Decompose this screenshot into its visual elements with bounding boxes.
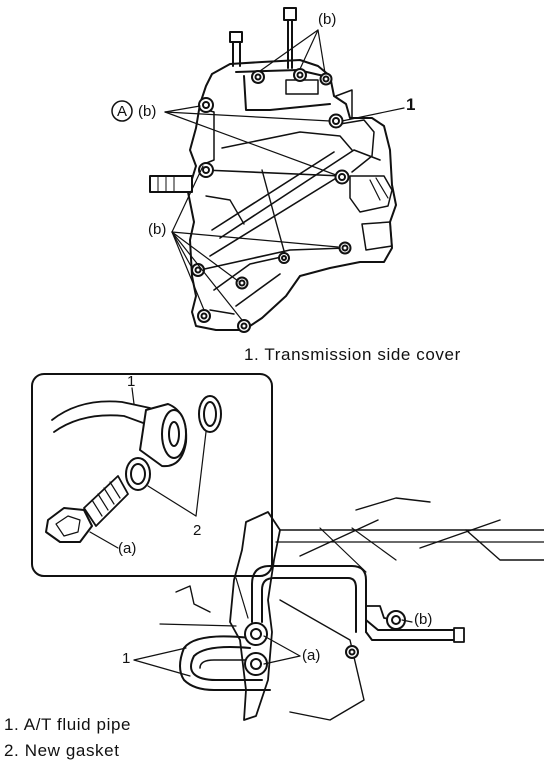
label-a-right: (a) [302, 647, 321, 664]
top-figure-drawing [111, 7, 405, 333]
label-b-left: (b) [138, 103, 157, 120]
label-b-lower: (b) [148, 221, 167, 238]
label-b-top: (b) [318, 11, 337, 28]
inset-label-a: (a) [118, 540, 137, 557]
legend-item-fluid-pipe: 1. A/T fluid pipe [4, 715, 132, 734]
label-b-right: (b) [414, 611, 433, 628]
label-1-fluid-pipe: 1 [122, 650, 131, 667]
label-1-side-cover: 1 [406, 95, 416, 114]
inset-label-2: 2 [193, 522, 202, 539]
label-circled-a: A [117, 103, 128, 120]
caption-transmission-side-cover: 1. Transmission side cover [244, 345, 461, 364]
inset-label-1: 1 [127, 373, 136, 390]
legend-item-new-gasket: 2. New gasket [4, 741, 120, 760]
bottom-figure-drawing [31, 373, 544, 721]
